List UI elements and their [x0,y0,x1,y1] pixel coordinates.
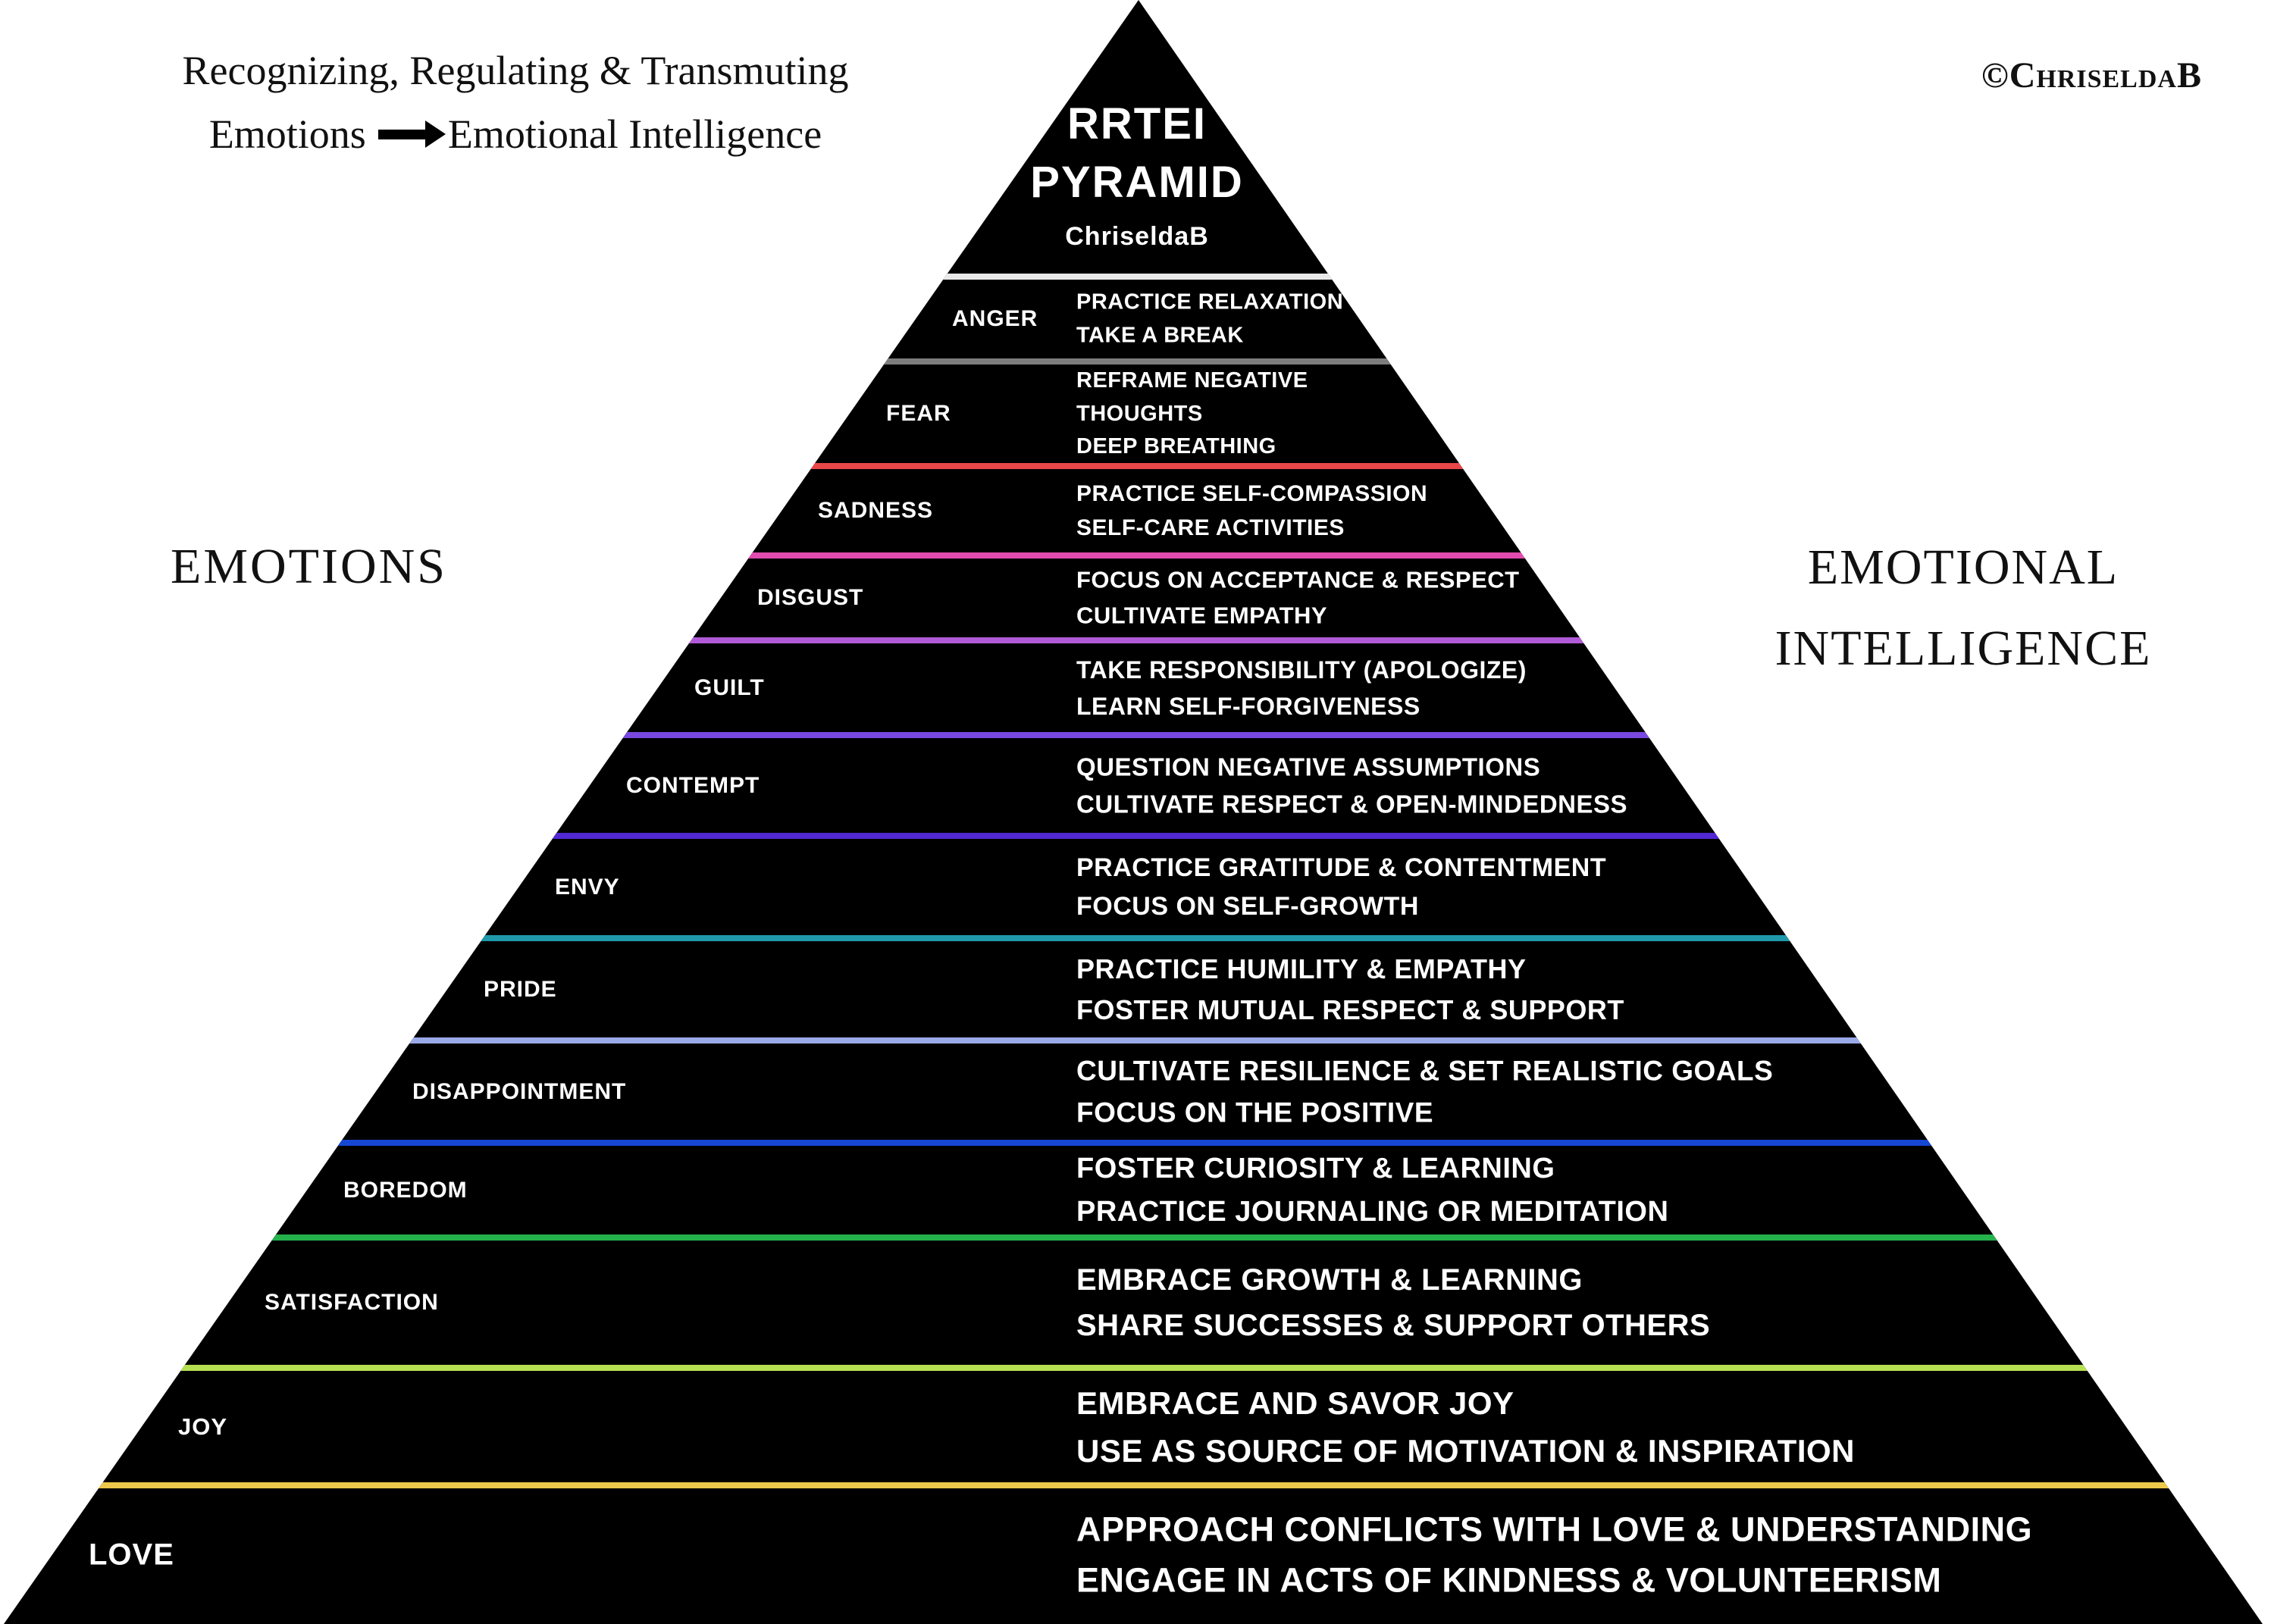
strategy-line: APPROACH CONFLICTS WITH LOVE & UNDERSTAN… [1076,1510,2033,1548]
pyramid-title-line1: RRTEI [1067,99,1207,149]
pyramid-title-line2: PYRAMID [1030,157,1244,207]
emotion-label-disappointment: DISAPPOINTMENT [412,1078,627,1104]
strategy-line: TAKE RESPONSIBILITY (APOLOGIZE) [1076,656,1527,684]
level-divider-disappointment [4,1037,2263,1044]
strategy-text-boredom: FOSTER CURIOSITY & LEARNING PRACTICE JOUR… [1076,1147,1668,1234]
level-divider-envy [4,833,2263,839]
right-arrow-icon [377,129,425,139]
strategy-line: THOUGHTS [1076,401,1203,426]
level-row-love: LOVE APPROACH CONFLICTS WITH LOVE & UNDER… [4,1485,2263,1624]
level-row-pride: PRIDE PRACTICE HUMILITY & EMPATHY FOSTER M… [4,938,2263,1040]
emotion-label-joy: JOY [178,1413,228,1440]
emotion-label-love: LOVE [89,1538,174,1571]
heading-line2-emotions: Emotions [208,111,366,157]
level-divider-disgust [4,552,2263,559]
level-row-joy: JOY EMBRACE AND SAVOR JOY USE AS SOURCE OF… [4,1368,2263,1485]
strategy-line: QUESTION NEGATIVE ASSUMPTIONS [1076,753,1541,781]
emotion-label-pride: PRIDE [484,976,557,1002]
strategy-text-joy: EMBRACE AND SAVOR JOY USE AS SOURCE OF MO… [1076,1379,1855,1475]
level-row-anger: ANGER PRACTICE RELAXATION TAKE A BREAK [4,277,2263,361]
strategy-line: PRACTICE SELF-COMPASSION [1076,481,1428,506]
emotion-label-anger: ANGER [952,306,1038,331]
strategy-text-contempt: QUESTION NEGATIVE ASSUMPTIONS CULTIVATE R… [1076,748,1627,823]
emotion-label-sadness: SADNESS [818,498,934,523]
strategy-line: USE AS SOURCE OF MOTIVATION & INSPIRATIO… [1076,1432,1855,1469]
level-row-fear: FEAR REFRAME NEGATIVE THOUGHTS DEEP BREATHI… [4,361,2263,466]
level-row-satisfaction: SATISFACTION EMBRACE GROWTH & LEARNING SHA… [4,1238,2263,1368]
emotion-label-envy: ENVY [555,874,620,900]
emotion-label-disgust: DISGUST [757,585,864,610]
strategy-text-love: APPROACH CONFLICTS WITH LOVE & UNDERSTAN… [1076,1504,2032,1606]
strategy-line: REFRAME NEGATIVE [1076,368,1308,393]
emotion-label-guilt: GUILT [694,674,765,700]
level-row-sadness: SADNESS PRACTICE SELF-COMPASSION SELF-CARE… [4,466,2263,555]
strategy-line: CULTIVATE RESILIENCE & SET REALISTIC GOA… [1076,1055,1774,1086]
level-row-disgust: DISGUST FOCUS ON ACCEPTANCE & RESPECT CULT… [4,555,2263,640]
strategy-text-sadness: PRACTICE SELF-COMPASSION SELF-CARE ACTIVI… [1076,477,1427,545]
strategy-text-satisfaction: EMBRACE GROWTH & LEARNING SHARE SUCCESSES… [1076,1257,1710,1348]
strategy-text-anger: PRACTICE RELAXATION TAKE A BREAK [1076,286,1343,352]
level-row-envy: ENVY PRACTICE GRATITUDE & CONTENTMENT FOCU… [4,836,2263,938]
strategy-text-pride: PRACTICE HUMILITY & EMPATHY FOSTER MUTUAL… [1076,949,1624,1031]
emotional-intelligence-axis-label: EMOTIONAL INTELLIGENCE [1717,527,2210,690]
level-divider-satisfaction [4,1234,2263,1241]
strategy-line: PRACTICE HUMILITY & EMPATHY [1076,953,1527,984]
strategy-line: LEARN SELF-FORGIVENESS [1076,692,1420,720]
level-divider-love [4,1482,2263,1488]
level-divider-fear [4,358,2263,365]
emotion-label-boredom: BOREDOM [343,1177,468,1203]
level-divider-pride [4,935,2263,941]
strategy-text-fear: REFRAME NEGATIVE THOUGHTS DEEP BREATHING [1076,365,1308,464]
level-divider-sadness [4,463,2263,469]
level-row-contempt: CONTEMPT QUESTION NEGATIVE ASSUMPTIONS CUL… [4,735,2263,836]
level-divider-anger [4,274,2263,280]
strategy-line: DEEP BREATHING [1076,433,1276,458]
level-row-guilt: GUILT TAKE RESPONSIBILITY (APOLOGIZE) LEAR… [4,640,2263,735]
strategy-line: ENGAGE IN ACTS OF KINDNESS & VOLUNTEERIS… [1076,1560,1942,1600]
level-divider-guilt [4,637,2263,643]
emotion-label-contempt: CONTEMPT [626,772,760,798]
strategy-line: FOCUS ON SELF-GROWTH [1076,891,1419,921]
strategy-line: CULTIVATE RESPECT & OPEN-MINDEDNESS [1076,790,1628,818]
emotions-axis-label: EMOTIONS [171,539,447,594]
level-row-boredom: BOREDOM FOSTER CURIOSITY & LEARNING PRACTI… [4,1143,2263,1238]
level-divider-boredom [4,1140,2263,1146]
heading-line2-ei: Emotional Intelligence [447,111,822,157]
strategy-line: FOSTER MUTUAL RESPECT & SUPPORT [1076,993,1624,1025]
level-divider-joy [4,1365,2263,1371]
strategy-line: PRACTICE RELAXATION [1076,289,1344,314]
strategy-text-envy: PRACTICE GRATITUDE & CONTENTMENT FOCUS ON… [1076,849,1606,926]
top-left-heading: Recognizing, Regulating & Transmuting Em… [99,39,932,166]
strategy-line: CULTIVATE EMPATHY [1076,602,1328,628]
strategy-line: EMBRACE GROWTH & LEARNING [1076,1263,1583,1297]
strategy-text-guilt: TAKE RESPONSIBILITY (APOLOGIZE) LEARN SEL… [1076,652,1527,724]
heading-line2: Emotions Emotional Intelligence [99,103,932,167]
strategy-line: PRACTICE GRATITUDE & CONTENTMENT [1076,853,1607,882]
strategy-line: SHARE SUCCESSES & SUPPORT OTHERS [1076,1309,1711,1342]
strategy-line: FOSTER CURIOSITY & LEARNING [1076,1152,1555,1184]
strategy-line: TAKE A BREAK [1076,323,1244,347]
emotion-label-fear: FEAR [886,401,951,426]
axis-right-line2: INTELLIGENCE [1774,620,2152,676]
pyramid-title-byline: ChriseldaB [1065,222,1209,252]
copyright-text: ©ChriseldaB [1981,55,2202,95]
strategy-text-disappointment: CULTIVATE RESILIENCE & SET REALISTIC GOA… [1076,1050,1773,1134]
pyramid-title: RRTEI PYRAMID ChriseldaB [4,95,2263,252]
emotion-label-satisfaction: SATISFACTION [265,1290,439,1315]
strategy-text-disgust: FOCUS ON ACCEPTANCE & RESPECT CULTIVATE E… [1076,563,1520,634]
axis-right-line1: EMOTIONAL [1807,540,2119,595]
strategy-line: SELF-CARE ACTIVITIES [1076,515,1345,540]
strategy-line: FOCUS ON THE POSITIVE [1076,1097,1433,1128]
strategy-line: FOCUS ON ACCEPTANCE & RESPECT [1076,566,1520,593]
level-divider-contempt [4,732,2263,738]
level-row-disappointment: DISAPPOINTMENT CULTIVATE RESILIENCE & SET… [4,1040,2263,1143]
strategy-line: EMBRACE AND SAVOR JOY [1076,1385,1514,1421]
heading-line1: Recognizing, Regulating & Transmuting [182,48,849,93]
strategy-line: PRACTICE JOURNALING OR MEDITATION [1076,1195,1669,1228]
